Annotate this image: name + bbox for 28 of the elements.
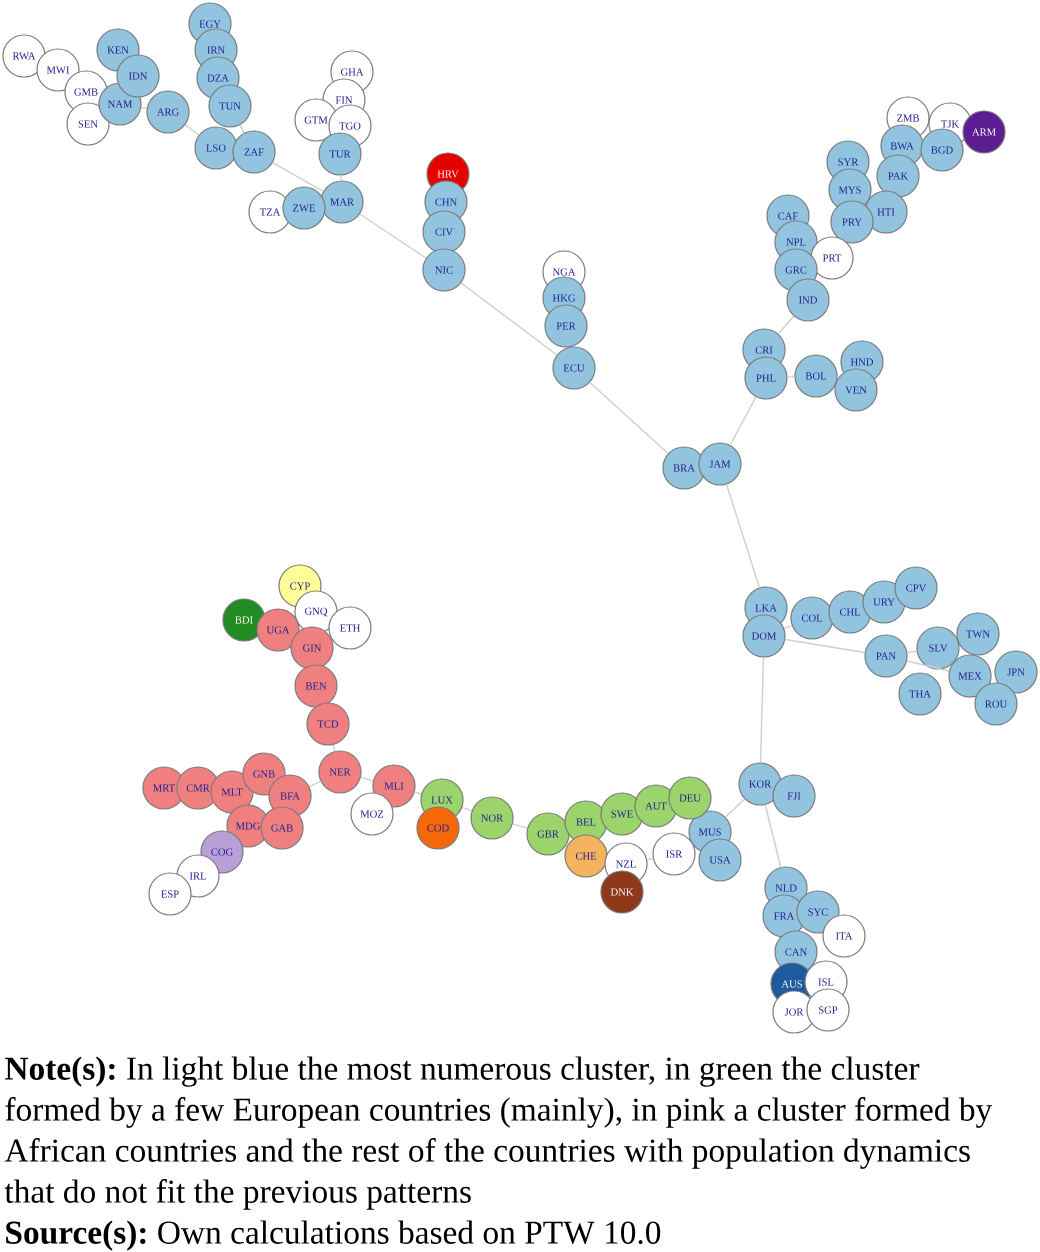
link-line — [512, 823, 528, 829]
link-line — [906, 650, 918, 654]
link-line — [646, 857, 654, 861]
link-line — [272, 161, 324, 193]
link-line — [332, 744, 336, 752]
link-line — [460, 282, 558, 356]
link-line — [340, 174, 342, 182]
link-line — [777, 315, 795, 335]
link-line — [414, 791, 422, 795]
link-line — [140, 106, 148, 110]
link-line — [906, 660, 950, 672]
link-line — [786, 376, 796, 378]
link-line — [784, 638, 866, 654]
source-text: Source(s): Own calculations based on PTW 10.0 — [6, 1220, 661, 1251]
link-line — [729, 396, 757, 446]
link-line — [759, 656, 765, 764]
link-line — [461, 806, 473, 812]
link-line — [184, 124, 200, 136]
link-line — [725, 483, 761, 589]
link-line — [359, 213, 427, 259]
link-line — [360, 776, 374, 782]
link-line — [239, 124, 245, 134]
note-text: Note(s): In light blue the most numerous cluster, in green the cluster formed by a few European countries (mainly), in pink a cluster formed by African countries and the rest of the countries with population dynamics that do not fit the previous patterns — [4, 1056, 993, 1210]
link-line — [589, 381, 669, 455]
link-line — [783, 624, 793, 630]
link-line — [308, 780, 322, 788]
link-line — [724, 798, 746, 818]
link-line — [764, 804, 782, 868]
